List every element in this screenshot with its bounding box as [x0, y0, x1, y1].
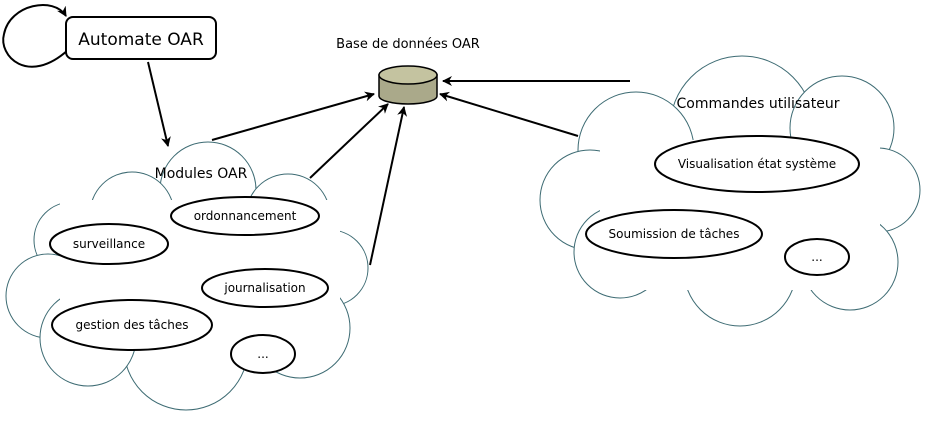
automaton-label: Automate OAR: [78, 30, 204, 50]
module-item: gestion des tâches: [51, 299, 213, 351]
module-item-label: ordonnancement: [194, 209, 297, 223]
module-item-label: journalisation: [223, 281, 305, 295]
modules-to-database-arrow-1: [211, 91, 375, 141]
commands-to-database-arrow-2: [439, 91, 579, 137]
command-item: ...: [784, 238, 850, 276]
automaton-node: Automate OAR: [65, 16, 217, 60]
module-item-label: gestion des tâches: [75, 318, 188, 332]
database-node: Base de données OAR: [336, 37, 480, 105]
command-item-label: ...: [811, 250, 822, 264]
module-item: ordonnancement: [170, 196, 320, 236]
module-item: ...: [230, 334, 296, 374]
automaton-loop-arrow: [2, 4, 69, 68]
modules-to-database-arrow-2: [309, 103, 389, 179]
commands-title: Commandes utilisateur: [677, 96, 840, 112]
command-item: Soumission de tâches: [585, 209, 763, 259]
module-item-label: ...: [257, 347, 268, 361]
module-item-label: surveillance: [73, 237, 145, 251]
module-item: surveillance: [49, 223, 169, 265]
modules-title: Modules OAR: [155, 166, 248, 182]
automaton-to-modules-arrow: [147, 61, 171, 147]
database-label: Base de données OAR: [336, 37, 480, 52]
command-item-label: Soumission de tâches: [609, 227, 740, 241]
module-item: journalisation: [201, 268, 329, 308]
modules-to-database-arrow-3: [369, 106, 407, 266]
command-item-label: Visualisation état système: [678, 157, 836, 171]
command-item: Visualisation état système: [654, 135, 860, 193]
